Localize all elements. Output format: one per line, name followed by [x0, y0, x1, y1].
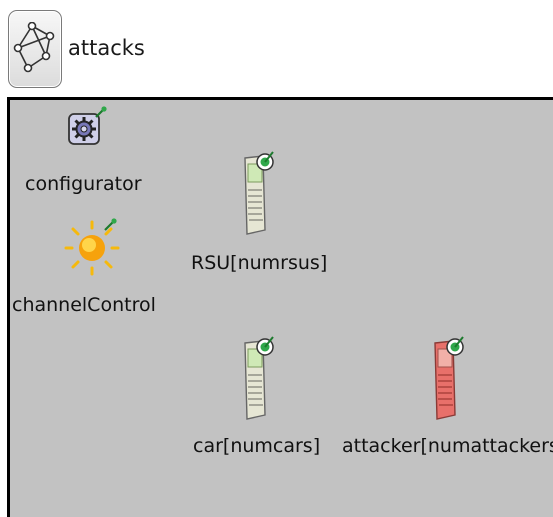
attacker-label: attacker[numattackers] — [342, 435, 553, 457]
module-car[interactable]: car[numcars] — [180, 330, 350, 470]
network-canvas[interactable]: configurator channelControl — [7, 97, 553, 517]
module-configurator[interactable]: configurator — [10, 100, 170, 200]
network-header: attacks — [0, 0, 553, 96]
network-graph-icon[interactable] — [8, 10, 62, 88]
channel-control-label: channelControl — [12, 294, 156, 316]
car-label: car[numcars] — [193, 435, 321, 457]
module-channel-control[interactable]: channelControl — [10, 210, 170, 320]
sun-icon — [64, 218, 120, 276]
module-attacker[interactable]: attacker[numattackers] — [330, 330, 553, 470]
module-rsu[interactable]: RSU[numrsus] — [180, 145, 330, 285]
rsu-label: RSU[numrsus] — [191, 252, 328, 274]
mobile-device-icon — [244, 151, 274, 235]
gear-icon — [68, 106, 107, 145]
network-title: attacks — [68, 36, 145, 60]
configurator-label: configurator — [25, 173, 142, 195]
mobile-device-icon — [244, 336, 274, 420]
mobile-device-red-icon — [434, 336, 464, 420]
